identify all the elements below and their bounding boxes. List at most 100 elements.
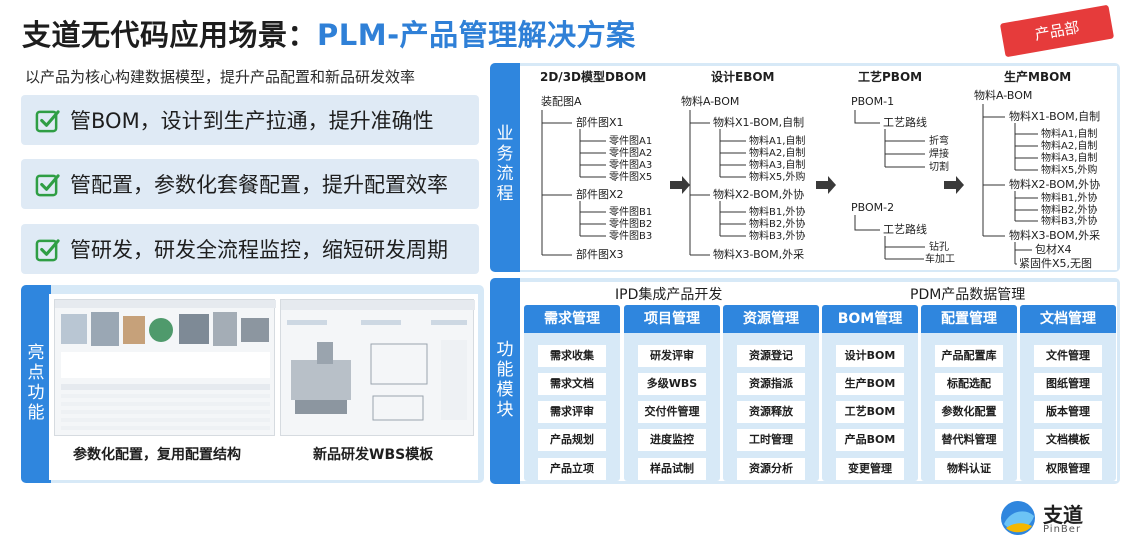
- caption-config: 参数化配置，复用配置结构: [73, 447, 241, 463]
- module-item: 资源分析: [737, 458, 805, 480]
- check-icon: [35, 109, 60, 132]
- column-heading: 生产MBOM: [1004, 70, 1072, 84]
- module-item: 设计BOM: [836, 345, 904, 367]
- feature-text: 管BOM，设计到生产拉通，提升准确性: [70, 109, 434, 133]
- feature-text: 管配置，参数化套餐配置，提升配置效率: [70, 173, 448, 197]
- tree-node: 物料A-BOM: [680, 95, 741, 108]
- tree-node: 物料X1-BOM,自制: [712, 116, 806, 129]
- module-heading: 文档管理: [1020, 305, 1116, 333]
- tree-leaf: 零件图X5: [608, 172, 654, 184]
- module-item: 产品配置库: [935, 345, 1003, 367]
- tree-leaf: 车加工: [924, 254, 956, 266]
- column-heading: 工艺PBOM: [858, 70, 923, 84]
- tree-leaf: 物料B3,外协: [748, 231, 807, 243]
- tree-node: 物料X2-BOM,外协: [1008, 178, 1102, 191]
- module-item: 样品试制: [638, 458, 706, 480]
- tree-leaf: 物料A1,自制: [748, 136, 807, 148]
- group-heading-pdm: PDM产品数据管理: [910, 287, 1026, 303]
- module-item: 需求收集: [538, 345, 606, 367]
- tree-leaf: 物料A2,自制: [1040, 141, 1099, 153]
- module-item: 参数化配置: [935, 401, 1003, 423]
- module-item: 文件管理: [1034, 345, 1102, 367]
- highlight-label: 亮点功能: [27, 343, 45, 423]
- module-item: 资源释放: [737, 401, 805, 423]
- arrow-right-icon: [944, 176, 964, 194]
- title-sub: PLM-产品管理解决方案: [317, 18, 636, 52]
- module-heading: 需求管理: [524, 305, 620, 333]
- tree-leaf: 物料A3,自制: [1040, 153, 1099, 165]
- tree-leaf: 物料B2,外协: [1040, 205, 1099, 217]
- module-item: 产品BOM: [836, 429, 904, 451]
- tree-leaf: 零件图B2: [608, 219, 654, 231]
- tree-leaf: 物料A3,自制: [748, 160, 807, 172]
- module-item: 工艺BOM: [836, 401, 904, 423]
- tree-leaf: 物料A2,自制: [748, 148, 807, 160]
- module-column: 文档管理文件管理图纸管理版本管理文档模板权限管理: [1020, 305, 1116, 481]
- wbs-screenshot-art: [281, 300, 475, 421]
- module-item: 产品立项: [538, 458, 606, 480]
- module-item: 进度监控: [638, 429, 706, 451]
- tree-leaf: 包材X4: [1034, 243, 1073, 256]
- check-icon: [35, 173, 60, 196]
- business-process-sidebar: [490, 63, 520, 272]
- module-item: 替代料管理: [935, 429, 1003, 451]
- tree-node: 工艺路线: [882, 116, 928, 129]
- highlight-sidebar: [21, 285, 51, 483]
- config-screenshot-art: [55, 300, 276, 430]
- page-title: 支道无代码应用场景：PLM-产品管理解决方案: [22, 12, 636, 54]
- title-main: 支道无代码应用场景：: [22, 18, 318, 52]
- module-heading: 配置管理: [921, 305, 1017, 333]
- feature-config: 管配置，参数化套餐配置，提升配置效率: [21, 159, 479, 209]
- feature-rd: 管研发，研发全流程监控，缩短研发周期: [21, 224, 479, 274]
- tree-node: 部件图X2: [575, 188, 625, 201]
- tree-leaf: 物料A1,自制: [1040, 129, 1099, 141]
- tree-node: 物料X3-BOM,外采: [1008, 229, 1102, 242]
- tree-leaf: 零件图A3: [608, 160, 654, 172]
- tree-leaf: 零件图A1: [608, 136, 654, 148]
- tree-node: 部件图X1: [575, 116, 625, 129]
- business-process-label: 业务流程: [496, 124, 514, 204]
- module-item: 资源登记: [737, 345, 805, 367]
- arrow-right-icon: [816, 176, 836, 194]
- module-item: 变更管理: [836, 458, 904, 480]
- module-heading: BOM管理: [822, 305, 918, 333]
- tree-leaf: 物料B2,外协: [748, 219, 807, 231]
- module-item: 生产BOM: [836, 373, 904, 395]
- function-modules-sidebar: [490, 278, 520, 484]
- left-subtitle: 以产品为核心构建数据模型，提升产品配置和新品研发效率: [25, 68, 416, 86]
- module-item: 资源指派: [737, 373, 805, 395]
- module-item: 工时管理: [737, 429, 805, 451]
- check-icon: [35, 238, 60, 261]
- module-item: 图纸管理: [1034, 373, 1102, 395]
- module-column: BOM管理设计BOM 生产BOM 工艺BOM 产品BOM 变更管理: [822, 305, 918, 481]
- caption-wbs: 新品研发WBS模板: [313, 447, 434, 463]
- module-item: 物料认证: [935, 458, 1003, 480]
- tree-node: PBOM-1: [850, 95, 896, 108]
- module-item: 需求评审: [538, 401, 606, 423]
- config-screenshot: [54, 299, 276, 436]
- tree-node: 部件图X3: [575, 248, 625, 261]
- column-heading: 2D/3D模型DBOM: [540, 70, 647, 84]
- module-item: 多级WBS: [638, 373, 706, 395]
- module-heading: 资源管理: [723, 305, 819, 333]
- tree-node: 工艺路线: [882, 223, 928, 236]
- module-item: 版本管理: [1034, 401, 1102, 423]
- tree-leaf: 零件图A2: [608, 148, 654, 160]
- module-item: 标配选配: [935, 373, 1003, 395]
- module-column: 配置管理产品配置库标配选配参数化配置替代料管理物料认证: [921, 305, 1017, 481]
- tree-node: 装配图A: [540, 95, 583, 108]
- tree-node: 物料X3-BOM,外采: [712, 248, 806, 261]
- module-column: 资源管理资源登记资源指派资源释放工时管理资源分析: [723, 305, 819, 481]
- tree-leaf: 紧固件X5,无图: [1018, 257, 1094, 270]
- tree-leaf: 零件图B1: [608, 207, 654, 219]
- module-item: 研发评审: [638, 345, 706, 367]
- tree-leaf: 钻孔: [928, 242, 950, 254]
- feature-bom: 管BOM，设计到生产拉通，提升准确性: [21, 95, 479, 145]
- tree-leaf: 物料B3,外协: [1040, 216, 1099, 228]
- module-heading: 项目管理: [624, 305, 720, 333]
- tree-leaf: 物料B1,外协: [748, 207, 807, 219]
- tree-leaf: 物料X5,外购: [748, 172, 807, 184]
- tree-leaf: 切割: [928, 162, 950, 174]
